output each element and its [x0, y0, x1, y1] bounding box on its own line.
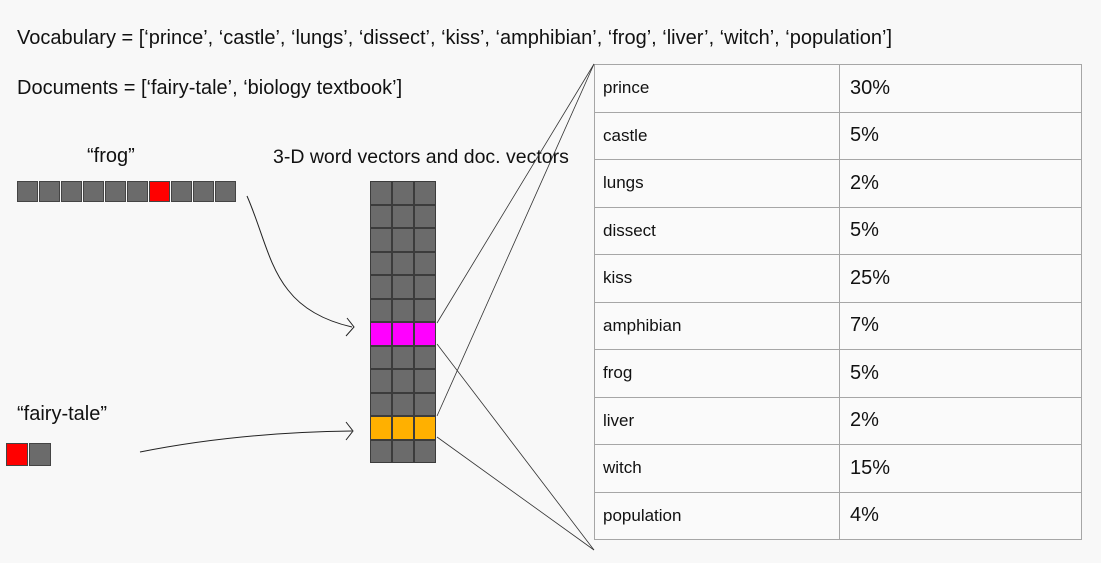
probability-cell: 7%: [839, 301, 1082, 350]
matrix-cell: [414, 439, 436, 463]
frog-arrow-head: [345, 317, 355, 337]
matrix-cell: [370, 228, 392, 252]
frog-vector-cell: [39, 181, 60, 202]
probability-cell: 2%: [839, 396, 1082, 445]
probability-cell: 30%: [839, 64, 1082, 113]
documents-line: Documents = [‘fairy-tale’, ‘biology text…: [17, 77, 403, 99]
gold-to-table-bottom-line: [436, 436, 595, 551]
matrix-cell: [392, 251, 414, 275]
matrix-cell: [392, 181, 414, 205]
matrix-cell: [414, 251, 436, 275]
matrix-cell: [370, 275, 392, 299]
embedding-matrix: [370, 181, 436, 463]
matrix-cell: [392, 298, 414, 322]
word-cell: population: [594, 491, 840, 540]
frog-to-matrix-arrow: [246, 195, 353, 328]
gold-to-table-top-line: [436, 63, 595, 417]
frog-vector-hot-cell: [149, 181, 170, 202]
fairy-tale-one-hot-vector: [6, 443, 52, 466]
probability-cell: 5%: [839, 111, 1082, 160]
matrix-cell: [370, 298, 392, 322]
matrix-cell: [392, 439, 414, 463]
probability-cell: 2%: [839, 159, 1082, 208]
word-cell: prince: [594, 64, 840, 113]
frog-vector-cell: [83, 181, 104, 202]
matrix-cell: [414, 369, 436, 393]
matrix-cell: [392, 369, 414, 393]
word-cell: kiss: [594, 254, 840, 303]
word-vector-cell: [392, 322, 414, 346]
matrix-cell: [370, 251, 392, 275]
word-cell: dissect: [594, 206, 840, 255]
word-cell: witch: [594, 444, 840, 493]
word-cell: amphibian: [594, 301, 840, 350]
matrix-cell: [370, 439, 392, 463]
word-vector-cell: [414, 322, 436, 346]
matrix-cell: [414, 181, 436, 205]
word-vector-cell: [370, 322, 392, 346]
frog-vector-cell: [17, 181, 38, 202]
probability-cell: 4%: [839, 491, 1082, 540]
vocabulary-line: Vocabulary = [‘prince’, ‘castle’, ‘lungs…: [17, 27, 892, 49]
word-cell: liver: [594, 396, 840, 445]
matrix-cell: [414, 204, 436, 228]
frog-vector-cell: [193, 181, 214, 202]
matrix-cell: [370, 181, 392, 205]
doc-to-matrix-arrow: [139, 430, 353, 453]
pink-to-table-bottom-line: [436, 343, 595, 551]
matrix-cell: [370, 392, 392, 416]
fairy-tale-doc-label: “fairy-tale”: [17, 403, 108, 425]
frog-vector-cell: [105, 181, 126, 202]
matrix-cell: [414, 298, 436, 322]
matrix-cell: [392, 392, 414, 416]
probability-cell: 15%: [839, 444, 1082, 493]
frog-vector-cell: [127, 181, 148, 202]
matrix-cell: [414, 275, 436, 299]
probability-cell: 5%: [839, 206, 1082, 255]
frog-vector-cell: [171, 181, 192, 202]
pink-to-table-top-line: [436, 63, 595, 324]
doc-vector-cell: [414, 416, 436, 440]
doc-vector-cell: [29, 443, 51, 466]
matrix-cell: [392, 275, 414, 299]
matrix-cell: [392, 345, 414, 369]
frog-word-label: “frog”: [87, 145, 135, 167]
matrix-cell: [414, 345, 436, 369]
probability-cell: 25%: [839, 254, 1082, 303]
matrix-cell: [414, 392, 436, 416]
frog-vector-cell: [61, 181, 82, 202]
matrix-cell: [414, 228, 436, 252]
frog-vector-cell: [215, 181, 236, 202]
frog-one-hot-vector: [17, 181, 237, 202]
doc-vector-hot-cell: [6, 443, 28, 466]
doc-vector-cell: [370, 416, 392, 440]
word-cell: lungs: [594, 159, 840, 208]
matrix-cell: [370, 204, 392, 228]
doc-arrow-head: [345, 421, 354, 441]
doc-vector-cell: [392, 416, 414, 440]
word-cell: castle: [594, 111, 840, 160]
matrix-cell: [392, 228, 414, 252]
probability-cell: 5%: [839, 349, 1082, 398]
word-cell: frog: [594, 349, 840, 398]
matrix-cell: [392, 204, 414, 228]
matrix-caption: 3-D word vectors and doc. vectors: [273, 146, 569, 168]
matrix-cell: [370, 369, 392, 393]
matrix-cell: [370, 345, 392, 369]
